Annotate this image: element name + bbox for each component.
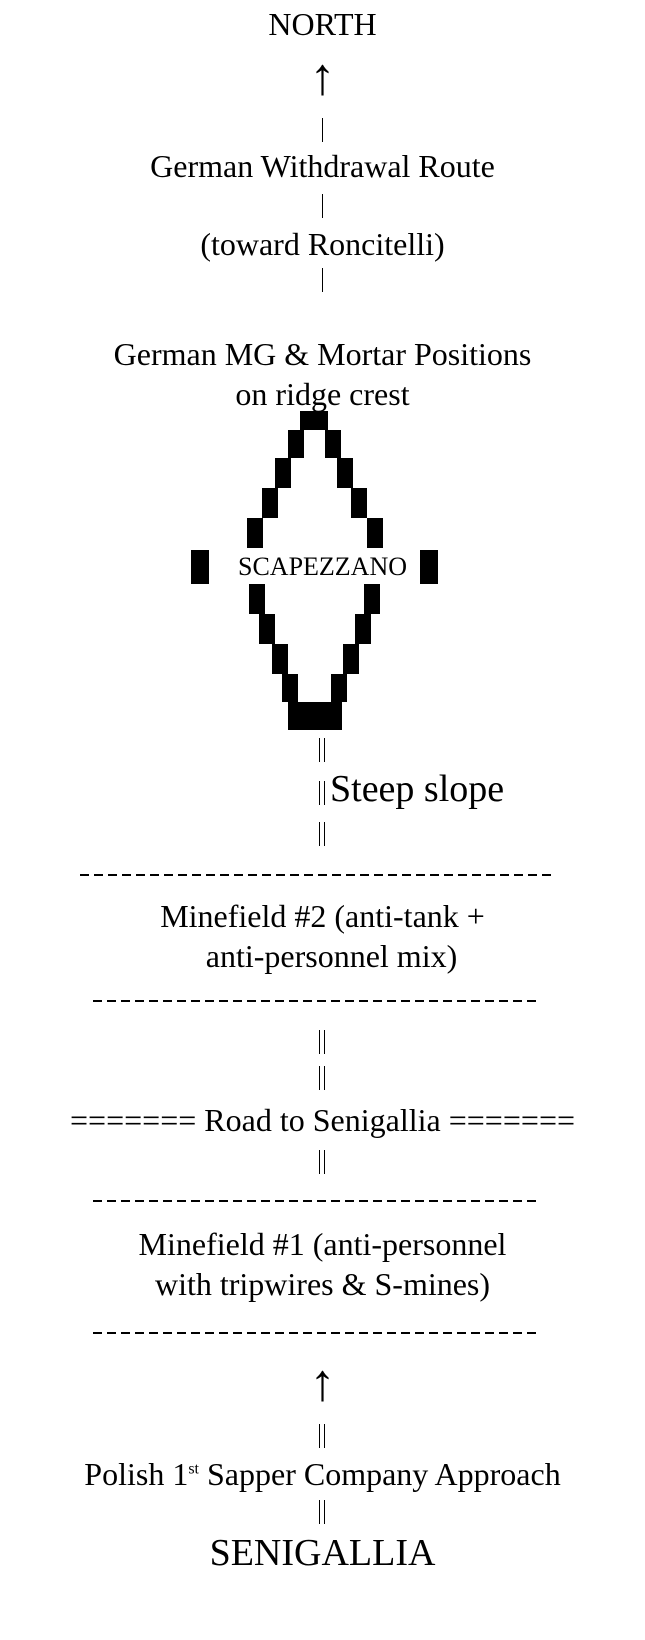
slope-line bbox=[319, 738, 320, 762]
road-label: ======= Road to Senigallia ======= bbox=[69, 1102, 576, 1138]
minefield2-top-border bbox=[80, 874, 552, 876]
minefield1-bottom-border bbox=[93, 1332, 538, 1334]
withdrawal-destination-label: (toward Roncitelli) bbox=[200, 226, 445, 262]
approach-line bbox=[324, 1500, 325, 1524]
approach-line bbox=[324, 1150, 325, 1174]
minefield2-bottom-border bbox=[93, 1000, 538, 1002]
approach-label: Polish 1st Sapper Company Approach bbox=[0, 1458, 645, 1490]
approach-line bbox=[319, 1424, 320, 1448]
minefield2-label-line1: Minefield #2 (anti-tank + bbox=[160, 898, 485, 934]
approach-line bbox=[324, 1030, 325, 1054]
route-line bbox=[322, 118, 323, 142]
slope-line bbox=[324, 781, 325, 805]
slope-line bbox=[319, 781, 320, 805]
slope-line bbox=[319, 822, 320, 846]
route-line bbox=[322, 194, 323, 218]
approach-arrow-icon: ↑ bbox=[309, 1355, 336, 1412]
approach-line bbox=[324, 1424, 325, 1448]
approach-label-sup: st bbox=[188, 1460, 199, 1478]
minefield1-label-line2: with tripwires & S-mines) bbox=[154, 1266, 491, 1302]
approach-label-suffix: Sapper Company Approach bbox=[199, 1456, 561, 1492]
approach-label-prefix: Polish 1 bbox=[84, 1456, 189, 1492]
withdrawal-route-label: German Withdrawal Route bbox=[150, 148, 495, 184]
slope-label: Steep slope bbox=[330, 768, 505, 810]
approach-line bbox=[319, 1030, 320, 1054]
north-label: NORTH bbox=[268, 6, 377, 42]
minefield1-top-border bbox=[93, 1200, 538, 1202]
approach-line bbox=[319, 1500, 320, 1524]
north-arrow-icon: ↑ bbox=[309, 49, 336, 106]
positions-label-line2: on ridge crest bbox=[235, 376, 410, 412]
approach-line bbox=[319, 1150, 320, 1174]
slope-line bbox=[324, 822, 325, 846]
positions-label-line1: German MG & Mortar Positions bbox=[113, 336, 532, 372]
approach-line bbox=[319, 1066, 320, 1090]
minefield2-label-line2: anti-personnel mix) bbox=[205, 938, 458, 974]
minefield1-label-line1: Minefield #1 (anti-personnel bbox=[138, 1226, 507, 1262]
route-line bbox=[322, 268, 323, 292]
origin-label: SENIGALLIA bbox=[209, 1532, 436, 1574]
town-label: SCAPEZZANO bbox=[237, 552, 407, 581]
approach-line bbox=[324, 1066, 325, 1090]
slope-line bbox=[324, 738, 325, 762]
